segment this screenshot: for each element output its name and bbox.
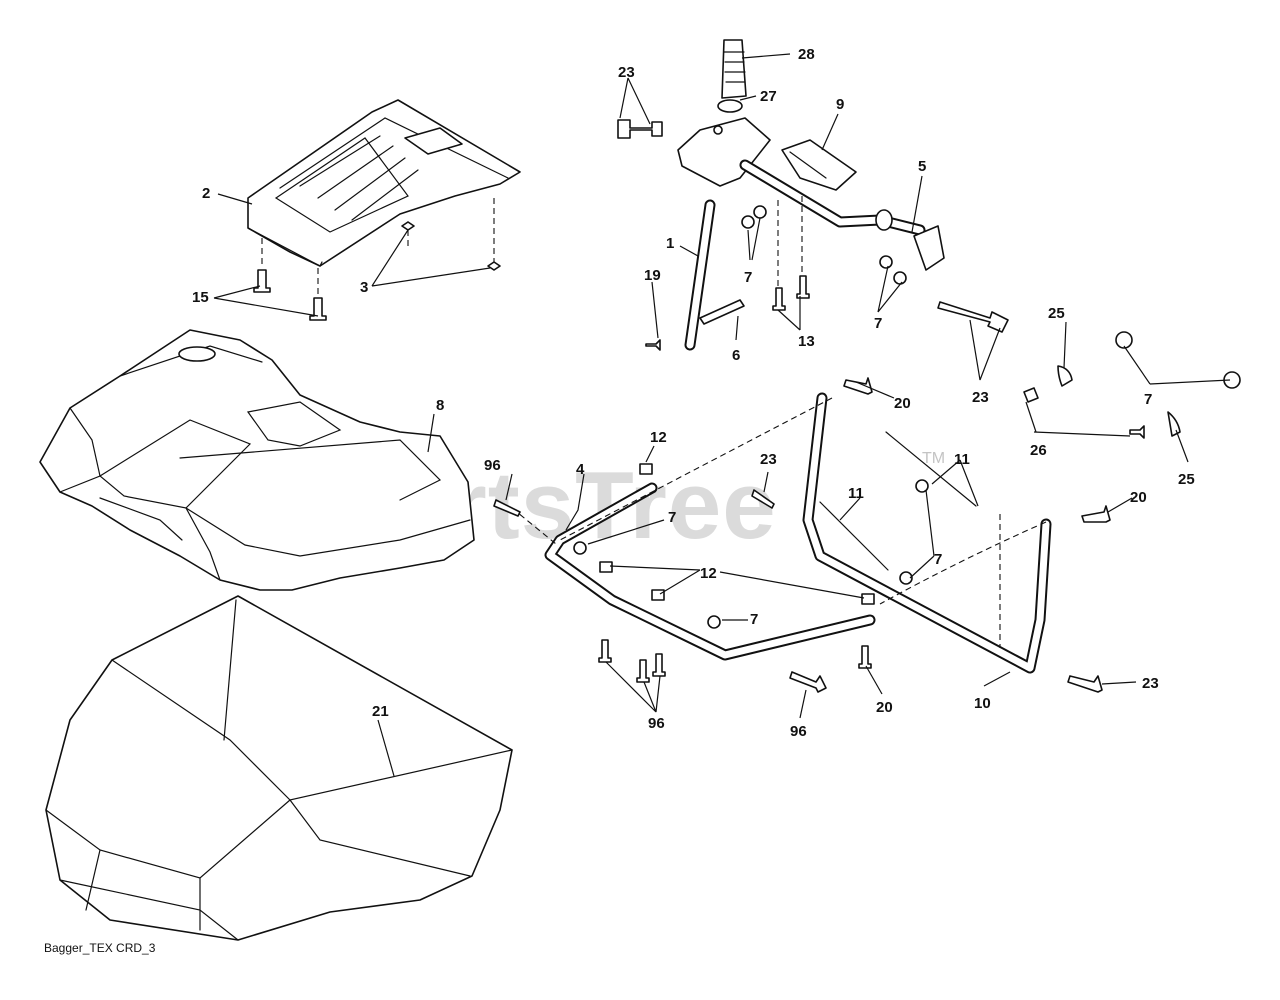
part-23-bolts-lower[interactable] bbox=[751, 489, 1103, 693]
callouts: 28 23 27 9 5 2 1 7 19 3 15 13 7 6 25 23 … bbox=[192, 46, 1195, 740]
part-19-clip[interactable] bbox=[645, 339, 661, 351]
part-25-26-hardware[interactable] bbox=[1023, 331, 1241, 439]
callout-6[interactable]: 6 bbox=[732, 347, 740, 364]
part-7-nuts-lower[interactable] bbox=[573, 479, 929, 629]
callout-12[interactable]: 12 bbox=[700, 565, 717, 582]
callout-8[interactable]: 8 bbox=[436, 397, 444, 414]
callout-23[interactable]: 23 bbox=[618, 64, 635, 81]
part-28-grip[interactable] bbox=[721, 39, 747, 99]
part-8-hood[interactable] bbox=[39, 329, 475, 591]
part-12-nuts[interactable] bbox=[599, 463, 875, 605]
diagram-caption: Bagger_TEX CRD_3 bbox=[44, 941, 156, 955]
callout-96[interactable]: 96 bbox=[648, 715, 665, 732]
callout-7[interactable]: 7 bbox=[934, 551, 942, 568]
callout-7[interactable]: 7 bbox=[750, 611, 758, 628]
part-27-washer[interactable] bbox=[717, 99, 743, 113]
callout-1[interactable]: 1 bbox=[666, 235, 674, 252]
part-7-nuts-upper[interactable] bbox=[741, 205, 907, 285]
callout-13[interactable]: 13 bbox=[798, 333, 815, 350]
part-15-bolts[interactable] bbox=[253, 269, 327, 321]
callout-9[interactable]: 9 bbox=[836, 96, 844, 113]
part-23-bolts-upper[interactable] bbox=[937, 301, 1009, 333]
callout-20[interactable]: 20 bbox=[1130, 489, 1147, 506]
part-6-pin[interactable] bbox=[699, 299, 745, 325]
callout-11[interactable]: 11 bbox=[848, 485, 864, 502]
part-handle-bracket[interactable] bbox=[617, 117, 771, 187]
part-21-bag[interactable] bbox=[45, 595, 513, 941]
callout-26[interactable]: 26 bbox=[1030, 442, 1047, 459]
callout-28[interactable]: 28 bbox=[798, 46, 815, 63]
callout-4[interactable]: 4 bbox=[576, 461, 585, 478]
part-11-braces[interactable] bbox=[819, 431, 977, 571]
callout-7[interactable]: 7 bbox=[668, 509, 676, 526]
part-9-pedal[interactable] bbox=[781, 139, 857, 191]
part-96-bolts[interactable] bbox=[493, 499, 827, 693]
callout-96[interactable]: 96 bbox=[484, 457, 501, 474]
callout-20[interactable]: 20 bbox=[894, 395, 911, 412]
callout-23[interactable]: 23 bbox=[760, 451, 777, 468]
callout-7[interactable]: 7 bbox=[1144, 391, 1152, 408]
callout-11[interactable]: 11 bbox=[954, 451, 970, 468]
part-20-bolts[interactable] bbox=[843, 377, 1111, 669]
part-2-lid[interactable] bbox=[247, 99, 521, 267]
callout-21[interactable]: 21 bbox=[372, 703, 389, 720]
callout-3[interactable]: 3 bbox=[360, 279, 368, 296]
callout-7[interactable]: 7 bbox=[744, 269, 752, 286]
callout-96[interactable]: 96 bbox=[790, 723, 807, 740]
callout-10[interactable]: 10 bbox=[974, 695, 991, 712]
part-13-bolts[interactable] bbox=[772, 275, 810, 311]
callout-20[interactable]: 20 bbox=[876, 699, 893, 716]
callout-2[interactable]: 2 bbox=[202, 185, 210, 202]
callout-19[interactable]: 19 bbox=[644, 267, 661, 284]
part-1-post[interactable] bbox=[684, 199, 716, 351]
callout-5[interactable]: 5 bbox=[918, 158, 926, 175]
callout-15[interactable]: 15 bbox=[192, 289, 209, 306]
callout-23[interactable]: 23 bbox=[1142, 675, 1159, 692]
callout-23[interactable]: 23 bbox=[972, 389, 989, 406]
part-5-handle-rod[interactable] bbox=[739, 159, 945, 271]
callout-27[interactable]: 27 bbox=[760, 88, 777, 105]
callout-25[interactable]: 25 bbox=[1048, 305, 1065, 322]
callout-25[interactable]: 25 bbox=[1178, 471, 1195, 488]
callout-12[interactable]: 12 bbox=[650, 429, 667, 446]
leader-lines bbox=[213, 53, 1231, 777]
part-4-frame-arm[interactable] bbox=[544, 482, 876, 661]
part-3-nuts[interactable] bbox=[401, 221, 501, 271]
part-10-frame[interactable] bbox=[802, 392, 1052, 674]
watermark-trademark: TM bbox=[922, 450, 945, 467]
callout-7[interactable]: 7 bbox=[874, 315, 882, 332]
